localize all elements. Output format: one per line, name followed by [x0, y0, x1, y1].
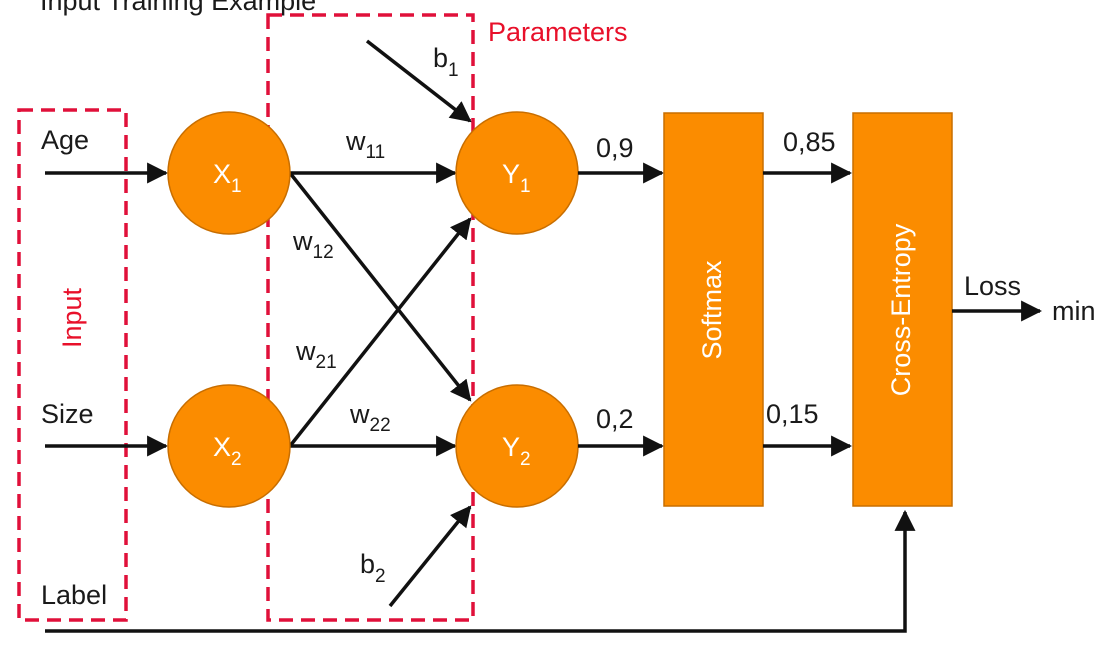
y1-output-value: 0,9: [596, 133, 634, 163]
parameters-group-label: Parameters: [488, 17, 628, 47]
cross-entropy-block: [852, 112, 953, 507]
softmax-block: [663, 112, 764, 507]
input-size-label: Size: [41, 399, 94, 429]
input-label-label: Label: [41, 580, 107, 610]
parameters-group-box: [266, 13, 475, 622]
y2-output-value: 0,2: [596, 404, 634, 434]
bias-b1-label: b1: [433, 43, 459, 81]
node-x1-label: X1: [213, 159, 242, 197]
weight-w21-label: w21: [295, 336, 337, 373]
min-label: min: [1052, 296, 1096, 326]
bias-b1-arrow: [365, 39, 472, 123]
weight-w12-label: w12: [292, 226, 334, 263]
input-age-label: Age: [41, 125, 89, 155]
diagram-title: Input Training Example: [40, 0, 316, 16]
input-group-box: [17, 108, 128, 622]
bias-b2-arrow: [388, 505, 472, 608]
node-x2-label: X2: [213, 432, 242, 470]
loss-label: Loss: [964, 271, 1021, 301]
node-y2-label: Y2: [502, 432, 531, 470]
cross-entropy-label: Cross-Entropy: [886, 223, 916, 396]
softmax-output-value-2: 0,15: [766, 399, 819, 429]
edge-w12: [288, 171, 472, 402]
node-x1: [167, 111, 291, 235]
label-arrow: [45, 509, 916, 633]
softmax-output-value-1: 0,85: [783, 127, 836, 157]
edge-w21: [288, 217, 472, 448]
weight-w22-label: w22: [349, 399, 391, 436]
node-y1-label: Y1: [502, 159, 531, 197]
bias-b2-label: b2: [360, 549, 386, 587]
weight-w11-label: w11: [345, 126, 385, 163]
input-group-label: Input: [57, 287, 87, 348]
softmax-label: Softmax: [697, 260, 727, 360]
node-x2: [167, 384, 291, 508]
